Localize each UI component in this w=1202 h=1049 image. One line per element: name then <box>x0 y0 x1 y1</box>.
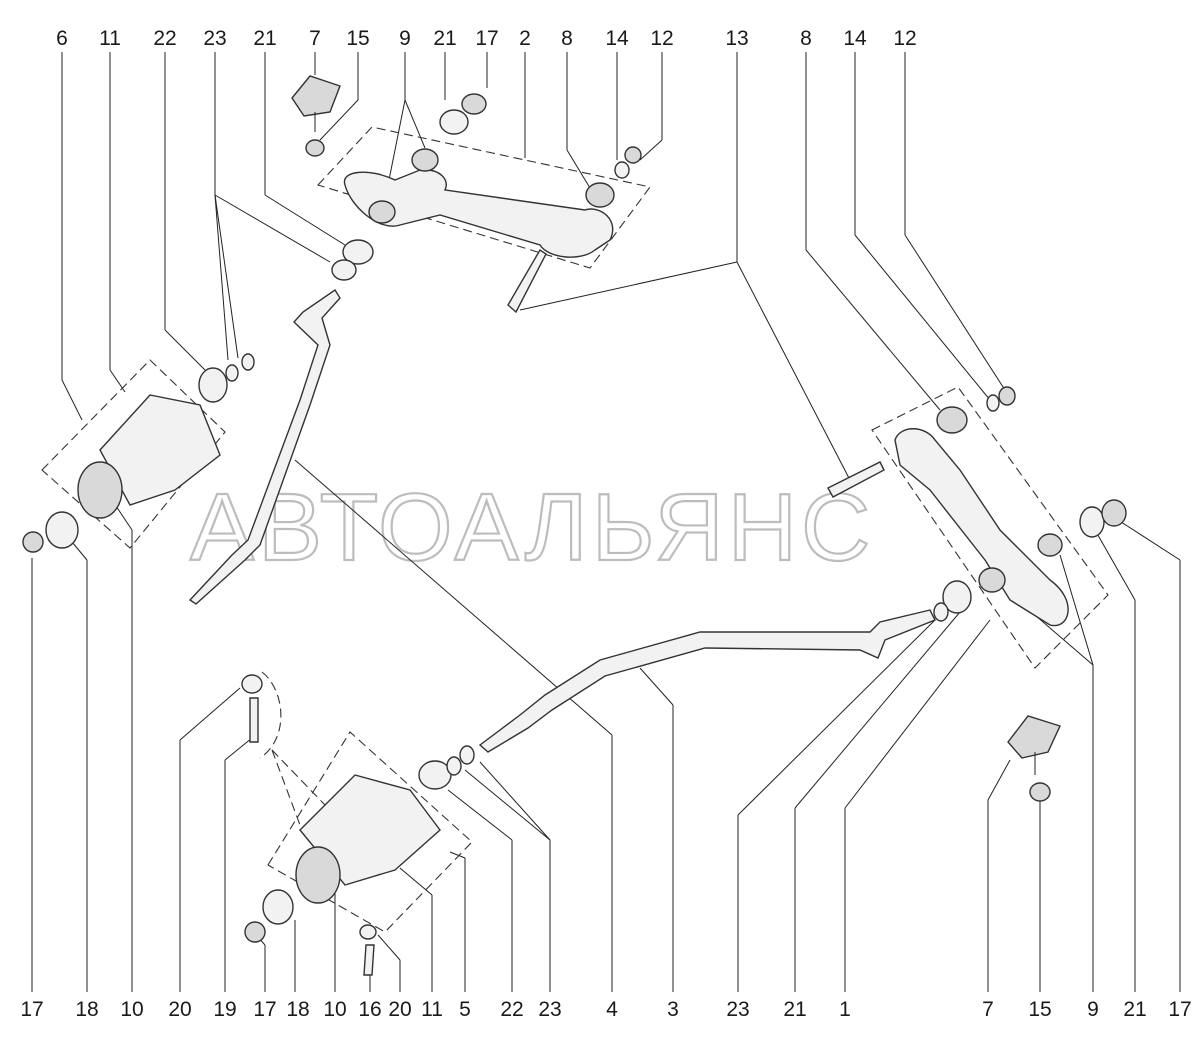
callout-label: 23 <box>726 998 749 1021</box>
callout-label: 21 <box>253 27 276 50</box>
stabilizer-bar-right <box>478 609 936 753</box>
callout-label: 8 <box>800 27 812 50</box>
bottom-callouts: 17 18 10 20 19 17 18 10 16 20 11 5 22 23… <box>20 998 1191 1021</box>
ball-joints <box>291 75 1061 802</box>
callout-label: 10 <box>120 998 143 1021</box>
callout-label: 6 <box>56 27 68 50</box>
callout-label: 21 <box>1123 998 1146 1021</box>
callout-label: 20 <box>168 998 191 1021</box>
callout-label: 17 <box>253 998 276 1021</box>
callout-label: 9 <box>1087 998 1099 1021</box>
callout-label: 10 <box>323 998 346 1021</box>
stabilizer-bar-left <box>188 289 341 605</box>
callout-label: 16 <box>358 998 381 1021</box>
clamp-bracket-left <box>77 394 221 519</box>
clamp-bracket-bottom <box>295 774 441 904</box>
callout-label: 21 <box>783 998 806 1021</box>
callout-label: 1 <box>839 998 851 1021</box>
callout-label: 9 <box>399 27 411 50</box>
lower-lever-right <box>894 406 1069 627</box>
top-callouts: 6 11 22 23 21 7 15 9 21 17 2 8 14 12 13 … <box>56 27 917 50</box>
callout-label: 21 <box>433 27 456 50</box>
callout-label: 17 <box>20 998 43 1021</box>
callout-label: 15 <box>1028 998 1051 1021</box>
callout-label: 19 <box>213 998 236 1021</box>
callout-label: 5 <box>459 998 471 1021</box>
watermark: АВТОАЛЬЯНС <box>190 474 874 581</box>
callout-label: 12 <box>893 27 916 50</box>
callout-label: 22 <box>500 998 523 1021</box>
callout-label: 8 <box>561 27 573 50</box>
callout-label: 23 <box>538 998 561 1021</box>
washers-and-nuts <box>22 93 1127 943</box>
callout-label: 12 <box>650 27 673 50</box>
callout-label: 17 <box>1168 998 1191 1021</box>
callout-label: 7 <box>309 27 321 50</box>
callout-label: 14 <box>843 27 867 50</box>
callout-label: 18 <box>75 998 98 1021</box>
callout-label: 18 <box>286 998 309 1021</box>
callout-label: 7 <box>982 998 994 1021</box>
callout-label: 15 <box>346 27 369 50</box>
callout-label: 13 <box>725 27 748 50</box>
callout-label: 22 <box>153 27 176 50</box>
leader-lines <box>61 52 1006 481</box>
callout-label: 14 <box>605 27 629 50</box>
bolts <box>249 249 885 976</box>
callout-label: 23 <box>203 27 226 50</box>
upper-lever <box>343 148 615 258</box>
callout-label: 2 <box>519 27 531 50</box>
callout-label: 20 <box>388 998 411 1021</box>
callout-label: 4 <box>606 998 618 1021</box>
callout-label: 17 <box>475 27 498 50</box>
assembly-outlines <box>41 126 1109 933</box>
callout-label: 3 <box>667 998 679 1021</box>
callout-label: 11 <box>421 998 443 1021</box>
callout-label: 11 <box>99 27 121 50</box>
